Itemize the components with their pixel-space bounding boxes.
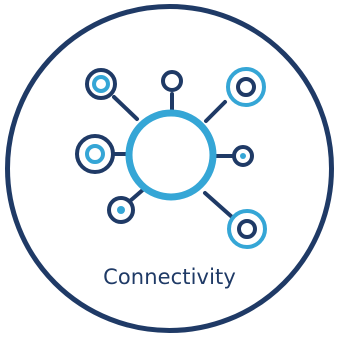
- node-top: [161, 70, 183, 92]
- badge-label: Connectivity: [103, 265, 236, 289]
- node-bottom-right: [227, 209, 267, 249]
- node-bottom-left: [107, 196, 135, 224]
- node-top-left: [85, 68, 117, 100]
- network-hub-icon: [75, 67, 267, 249]
- node-top-right: [226, 67, 266, 107]
- hub-circle: [125, 109, 217, 201]
- node-left: [75, 134, 115, 174]
- node-right: [232, 145, 254, 167]
